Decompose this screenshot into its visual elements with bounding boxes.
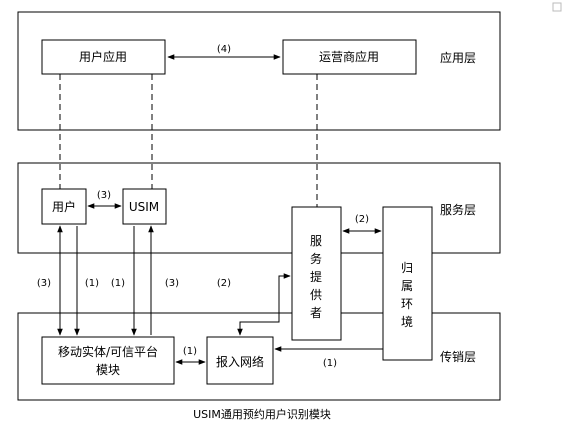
user-app-box [41,39,166,75]
access-network-box [206,336,274,385]
label-3-left: (3) [37,278,51,289]
user-app-label: 用户应用 [79,49,127,64]
usim-box [122,188,167,225]
label-3-right: (3) [165,278,179,289]
label-2-mid: (2) [217,278,231,289]
operator-app-box [282,39,417,75]
user-box [41,188,87,225]
mobile-entity-line2: 模块 [96,363,120,377]
mobile-entity-line1: 移动实体/可信平台 [58,344,158,359]
label-1-a: (1) [85,278,99,289]
user-label: 用户 [52,199,76,214]
home-env-char-2: 属 [401,279,413,293]
service-provider-char-5: 者 [310,306,322,320]
usim-label: USIM [129,200,159,214]
arrow-access-provider [237,273,291,336]
home-env-char-4: 境 [401,314,413,329]
service-provider-char-1: 服 [310,234,322,248]
service-layer-panel [17,162,501,254]
application-layer-panel [17,11,501,131]
application-layer-label: 应用层 [440,50,476,65]
mobile-entity-box [41,336,175,385]
service-provider-char-4: 供 [310,288,322,302]
service-layer-label: 服务层 [440,202,476,217]
label-2-top: (2) [355,214,369,225]
service-provider-char-3: 提 [310,269,322,284]
home-env-char-3: 环 [401,297,413,311]
label-4: (4) [217,44,231,55]
home-env-box [382,206,433,361]
label-1-b: (1) [111,278,125,289]
label-1-bottom-right: (1) [323,358,337,369]
label-3-top: (3) [97,190,111,201]
service-provider-box [291,206,342,341]
figure-caption: USIM通用预约用户识别模块 [193,407,331,421]
label-1-bottom-left: (1) [183,346,197,357]
transport-layer-label: 传销层 [440,349,476,364]
operator-app-label: 运营商应用 [319,49,379,64]
service-provider-char-2: 务 [310,251,322,266]
home-env-char-1: 归 [401,261,413,275]
corner-mark [552,2,562,12]
access-network-label: 报入网络 [216,354,264,369]
